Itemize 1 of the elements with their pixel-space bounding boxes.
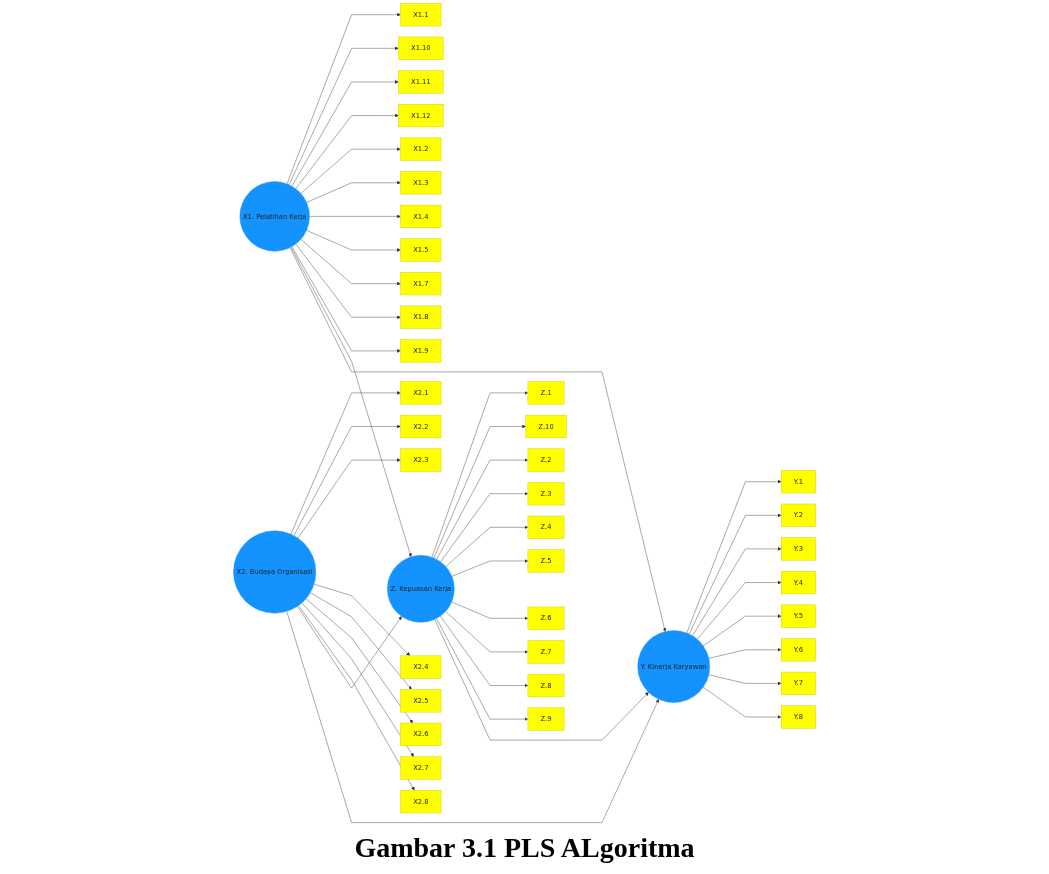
- caption: Gambar 3.1 PLS ALgoritma: [354, 831, 695, 865]
